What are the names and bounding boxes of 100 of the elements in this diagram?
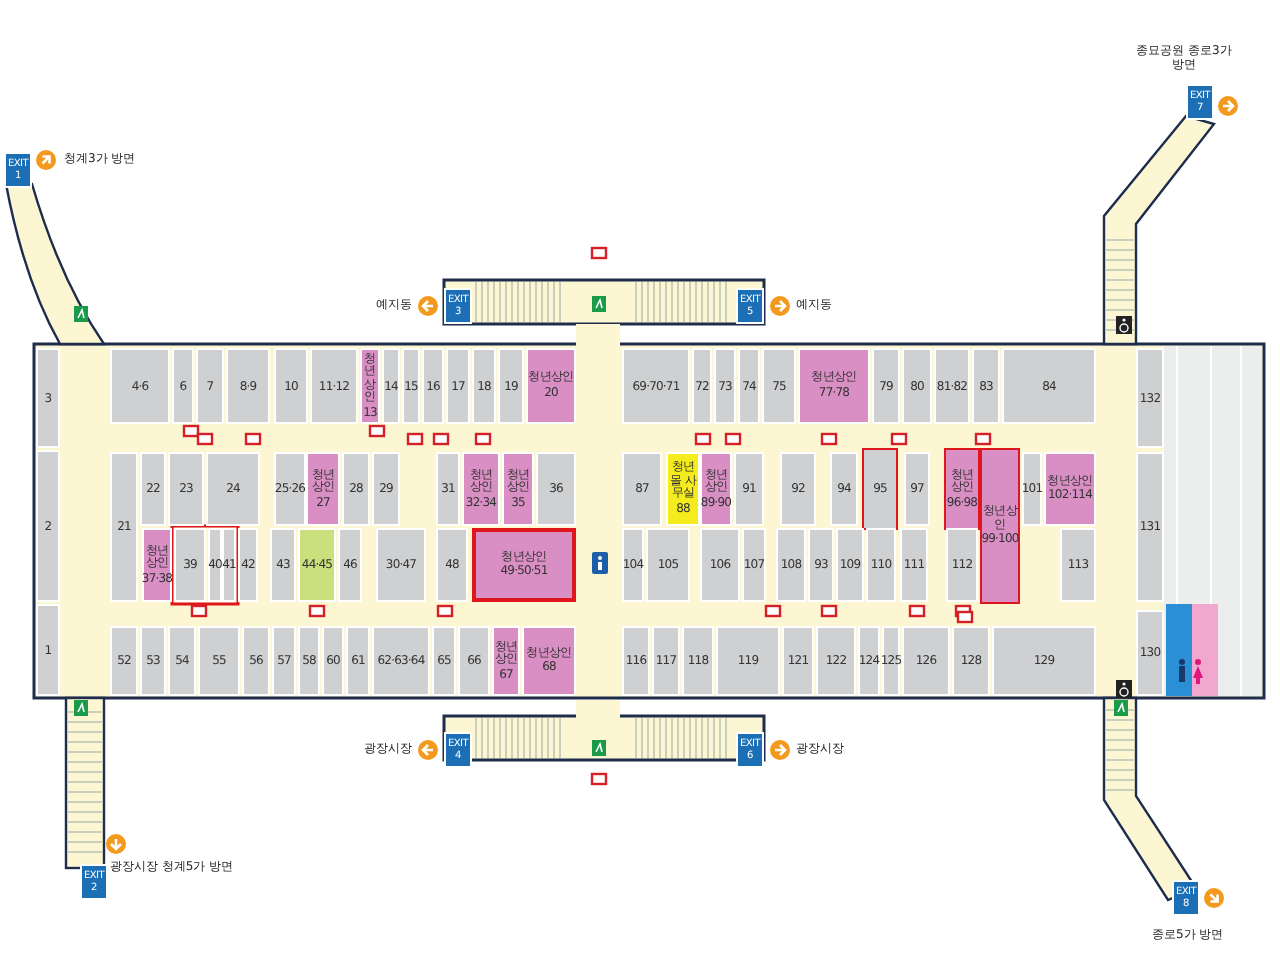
store-unit	[622, 626, 650, 696]
store-unit	[526, 348, 576, 424]
store-unit	[172, 348, 194, 424]
store-unit	[382, 348, 400, 424]
store-unit	[222, 528, 236, 602]
store-unit	[904, 452, 930, 526]
store-unit	[734, 452, 764, 526]
store-unit	[298, 528, 336, 602]
exit-sign	[736, 288, 764, 324]
store-unit	[472, 528, 576, 602]
store-unit	[238, 528, 258, 602]
store-unit	[700, 528, 740, 602]
store-unit	[110, 452, 138, 602]
store-unit	[274, 452, 306, 526]
store-unit	[808, 528, 834, 602]
store-unit	[972, 348, 1000, 424]
store-unit	[782, 626, 814, 696]
store-unit	[338, 528, 362, 602]
store-unit	[168, 626, 196, 696]
store-unit	[858, 626, 880, 696]
store-unit	[110, 626, 138, 696]
store-unit	[714, 348, 736, 424]
exit-sign	[444, 732, 472, 768]
store-unit	[346, 626, 370, 696]
store-unit	[168, 452, 204, 526]
store-unit	[492, 626, 520, 696]
store-unit	[376, 528, 426, 602]
store-unit	[298, 626, 320, 696]
store-unit	[272, 626, 296, 696]
store-unit	[762, 348, 796, 424]
store-unit	[742, 528, 766, 602]
store-unit	[882, 626, 900, 696]
store-unit	[422, 348, 444, 424]
store-unit	[536, 452, 576, 526]
store-unit	[310, 348, 358, 424]
store-unit	[36, 348, 60, 448]
store-unit	[436, 452, 460, 526]
store-unit	[952, 626, 990, 696]
store-unit	[946, 528, 978, 602]
store-unit	[944, 448, 980, 530]
store-unit	[1002, 348, 1096, 424]
store-unit	[872, 348, 900, 424]
store-unit	[498, 348, 524, 424]
store-unit	[196, 348, 224, 424]
store-unit	[1044, 452, 1096, 526]
exit-sign	[444, 288, 472, 324]
store-unit	[1022, 452, 1042, 526]
store-unit	[462, 452, 500, 526]
store-unit	[622, 348, 690, 424]
store-unit	[360, 348, 380, 424]
exit-sign	[4, 152, 32, 188]
store-unit	[270, 528, 296, 602]
store-unit	[934, 348, 970, 424]
store-unit	[692, 348, 712, 424]
store-unit	[1136, 348, 1164, 448]
store-unit	[432, 626, 456, 696]
store-unit	[206, 452, 260, 526]
store-unit	[402, 348, 420, 424]
store-unit	[780, 452, 816, 526]
store-unit	[458, 626, 490, 696]
store-unit	[306, 452, 340, 526]
store-unit	[902, 348, 932, 424]
store-unit	[992, 626, 1096, 696]
store-unit	[862, 448, 898, 530]
store-unit	[36, 604, 60, 696]
store-unit	[682, 626, 714, 696]
store-unit	[242, 626, 270, 696]
store-unit	[646, 528, 690, 602]
exit-sign	[1172, 880, 1200, 916]
store-unit	[110, 348, 170, 424]
store-unit	[902, 626, 950, 696]
exit-sign	[1186, 84, 1214, 120]
store-unit	[342, 452, 370, 526]
store-unit	[472, 348, 496, 424]
store-unit	[372, 626, 430, 696]
store-unit	[140, 626, 166, 696]
store-unit	[830, 452, 858, 526]
store-unit	[446, 348, 470, 424]
store-unit	[798, 348, 870, 424]
store-unit	[274, 348, 308, 424]
exit-sign	[80, 864, 108, 900]
store-unit	[174, 528, 206, 602]
store-unit	[1136, 610, 1164, 696]
store-unit	[198, 626, 240, 696]
store-unit	[36, 450, 60, 602]
store-unit	[622, 528, 644, 602]
store-unit	[866, 528, 896, 602]
store-unit	[738, 348, 760, 424]
store-unit	[622, 452, 662, 526]
store-unit	[776, 528, 806, 602]
store-unit	[652, 626, 680, 696]
store-unit	[1060, 528, 1096, 602]
store-unit	[140, 452, 166, 526]
store-unit	[1136, 452, 1164, 602]
office-unit	[666, 452, 700, 526]
store-unit	[502, 452, 534, 526]
store-unit	[208, 528, 222, 602]
store-unit	[836, 528, 864, 602]
store-unit	[716, 626, 780, 696]
store-unit	[372, 452, 400, 526]
